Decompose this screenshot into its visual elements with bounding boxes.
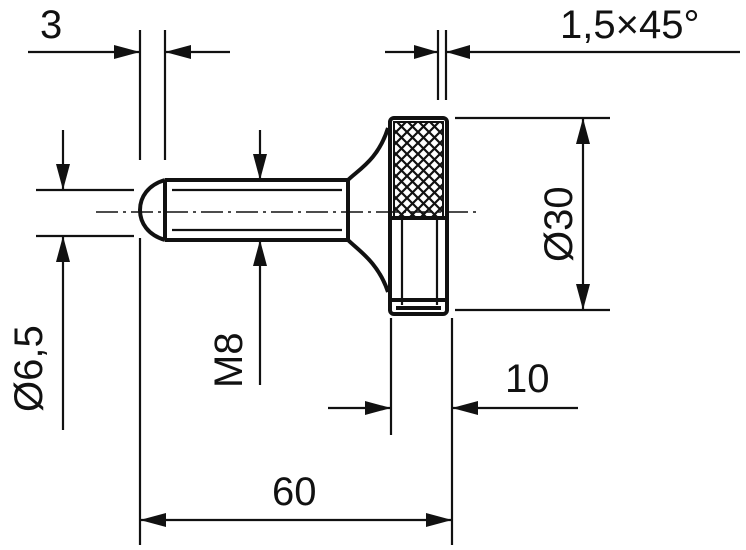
dim-chamfer-length: 3 (28, 3, 230, 59)
threaded-shank (137, 178, 350, 242)
dim-knob-diameter: Ø30 (537, 118, 590, 310)
knurled-knob (388, 116, 449, 316)
label-thread: M8 (207, 332, 251, 388)
label-knob-width: 10 (505, 357, 550, 401)
dim-thread: M8 (207, 130, 267, 388)
dim-chamfer-spec: 1,5×45° (385, 3, 740, 59)
label-chamfer-length: 3 (40, 3, 62, 47)
label-chamfer-spec: 1,5×45° (560, 3, 699, 47)
neck-fillet (346, 127, 390, 293)
extension-lines (36, 30, 610, 545)
label-overall-length: 60 (272, 470, 317, 514)
label-pin-diameter: Ø6,5 (7, 325, 51, 412)
dim-pin-diameter: Ø6,5 (7, 130, 70, 430)
label-knob-diameter: Ø30 (537, 186, 581, 262)
dim-knob-width: 10 (328, 357, 578, 415)
part-outline (137, 116, 449, 316)
dim-overall-length: 60 (140, 470, 452, 527)
